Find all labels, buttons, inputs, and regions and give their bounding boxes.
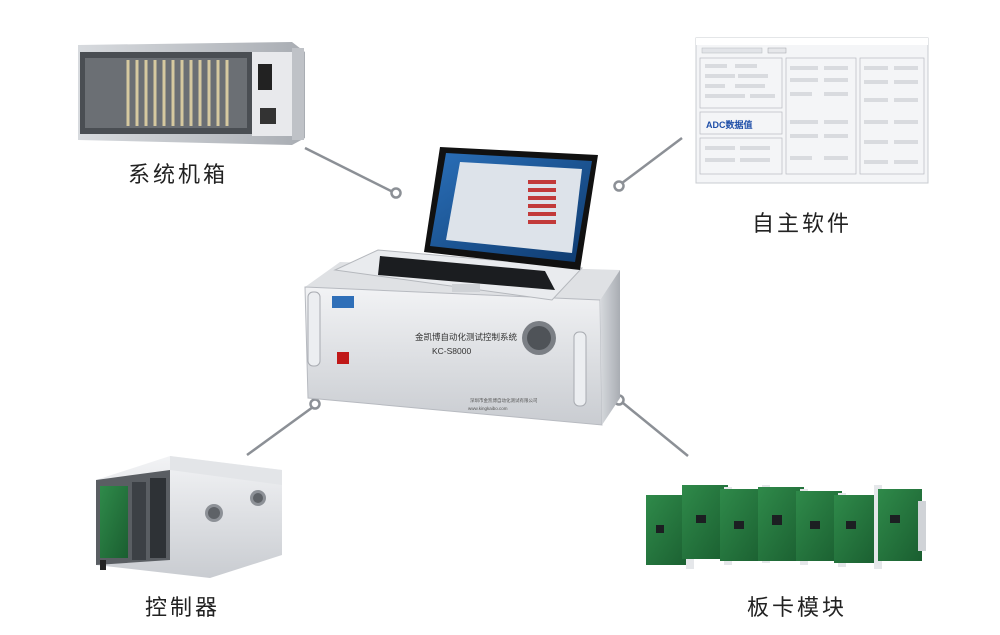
label-chassis: 系统机箱 <box>128 163 229 188</box>
device-website: www.kingkaibo.com <box>468 406 508 411</box>
connector-software <box>613 137 683 192</box>
device-title: 金凯博自动化测试控制系统 <box>415 332 518 342</box>
device-model: KC-S8000 <box>432 346 471 356</box>
adc-label: ADC数据值 <box>706 119 753 130</box>
connector-modules <box>613 394 689 457</box>
device-company: 深圳市金凯博自动化测试有限公司 <box>470 397 538 404</box>
connector-controller <box>246 398 321 457</box>
software-window-image: ADC数据值 <box>695 37 929 184</box>
controller-image <box>96 456 282 578</box>
connector-chassis <box>304 146 402 199</box>
label-controller: 控制器 <box>145 596 221 621</box>
label-software: 自主软件 <box>752 212 853 237</box>
label-modules: 板卡模块 <box>747 596 848 621</box>
chassis-image <box>78 42 305 145</box>
laptop-image <box>333 147 598 301</box>
modules-image <box>646 485 926 569</box>
